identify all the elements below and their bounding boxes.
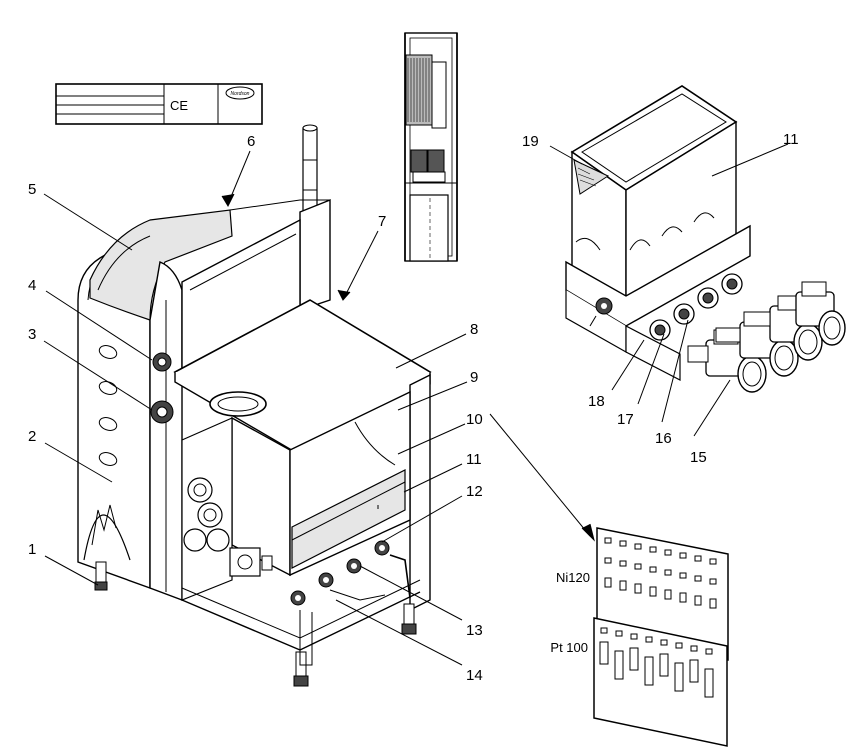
board-hole [694, 575, 702, 582]
callout-10: 10 [466, 411, 483, 428]
board-hole [630, 633, 638, 640]
control-panel-assembly [404, 32, 458, 262]
callout-4: 4 [28, 277, 36, 294]
board-hole [604, 577, 612, 588]
nameplate: CE Nordson [55, 83, 263, 125]
melter-main-unit [77, 124, 432, 687]
board-hole [694, 595, 702, 606]
board-hole [709, 558, 717, 565]
board-hole [619, 540, 627, 547]
leveling-feet [94, 561, 417, 687]
board-hole [615, 630, 623, 637]
callout-15: 15 [690, 449, 707, 466]
board-hole [649, 586, 657, 597]
board-hole [645, 636, 653, 643]
callout-12: 12 [466, 483, 483, 500]
callout-13: 13 [466, 622, 483, 639]
board-hole [690, 645, 698, 652]
ce-mark: CE [170, 98, 188, 113]
board-slot [674, 662, 684, 692]
board-slot [659, 653, 669, 677]
callout-17: 17 [617, 411, 634, 428]
callout-5: 5 [28, 181, 36, 198]
drive-motors [687, 281, 846, 393]
board-hole [705, 648, 713, 655]
board-hole [679, 552, 687, 559]
callout-2: 2 [28, 428, 36, 445]
callout-3: 3 [28, 326, 36, 343]
sensor-board-pt100: Pt 100 [550, 617, 728, 747]
leader-lines [43, 143, 789, 666]
board-hole [709, 578, 717, 585]
board-hole [709, 598, 717, 609]
hopper-pump-assembly [565, 85, 846, 393]
pump-motors-internal [183, 477, 273, 577]
callout-11-upper: 11 [783, 131, 799, 148]
board-hole [634, 583, 642, 594]
nordson-logo: Nordson [231, 91, 250, 97]
board-hole [694, 555, 702, 562]
board-hole [675, 642, 683, 649]
board-hole [604, 557, 612, 564]
board-hole [619, 580, 627, 591]
board-label-ni120: Ni120 [556, 570, 590, 585]
board-hole [679, 572, 687, 579]
board-hole [634, 563, 642, 570]
board-hole [649, 546, 657, 553]
callout-6: 6 [247, 133, 255, 150]
callout-9: 9 [470, 369, 478, 386]
callout-19: 19 [522, 133, 539, 150]
callout-16: 16 [655, 430, 672, 447]
board-slot [629, 647, 639, 671]
board-slot [599, 641, 609, 665]
board-hole [664, 589, 672, 600]
callout-7: 7 [378, 213, 386, 230]
board-hole [664, 549, 672, 556]
board-hole [600, 627, 608, 634]
board-hole [679, 592, 687, 603]
board-hole [664, 569, 672, 576]
callout-11-lower: 11 [466, 451, 482, 468]
callout-1: 1 [28, 541, 36, 558]
callout-14: 14 [466, 667, 483, 684]
side-mounted-fittings [150, 352, 174, 424]
board-hole [660, 639, 668, 646]
board-slot [614, 650, 624, 680]
board-slot [704, 668, 714, 698]
callout-8: 8 [470, 321, 478, 338]
board-hole [619, 560, 627, 567]
board-hole [634, 543, 642, 550]
board-slot [689, 659, 699, 683]
board-slot [644, 656, 654, 686]
board-label-pt100: Pt 100 [550, 640, 588, 655]
gear-pumps [649, 273, 743, 341]
board-hole [604, 537, 612, 544]
board-hole [649, 566, 657, 573]
hose-connectors [290, 540, 411, 606]
callout-numbers: 1 2 3 4 5 6 7 8 9 10 11 12 13 14 11 15 1… [28, 131, 799, 684]
callout-18: 18 [588, 393, 605, 410]
